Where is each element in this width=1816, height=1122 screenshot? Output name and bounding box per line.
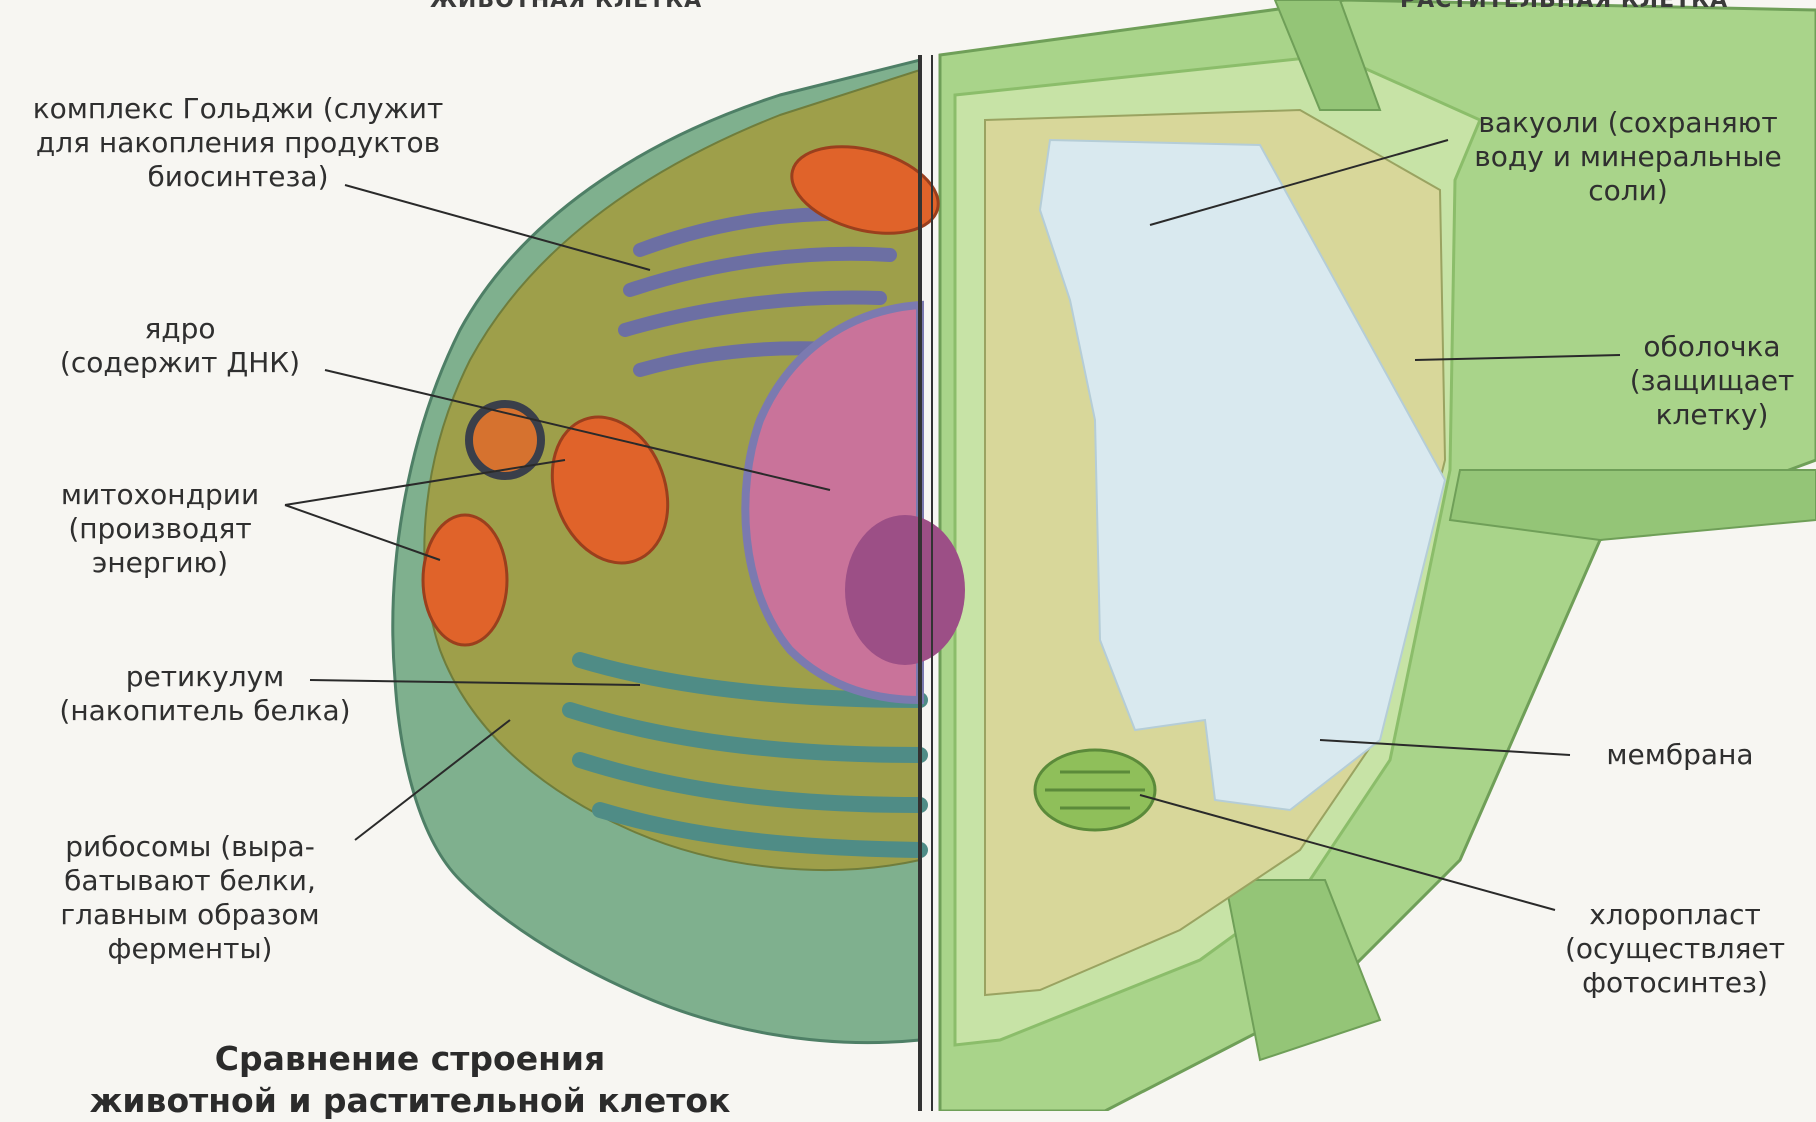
label-nucleus: ядро (содержит ДНК) [30, 312, 330, 380]
label-reticulum: ретикулум (накопитель белка) [40, 660, 370, 728]
label-ribosomes: рибосомы (выра- батывают белки, главным … [30, 830, 350, 966]
label-wall: оболочка (защищает клетку) [1612, 330, 1812, 432]
label-chloroplast: хлоропласт (осуществляет фотосинтез) [1540, 898, 1810, 1000]
diagram-caption: Сравнение строения животной и растительн… [60, 1038, 760, 1122]
label-mitochondria: митохондрии (производят энергию) [40, 478, 280, 580]
label-golgi: комплекс Гольджи (служит для накопления … [8, 92, 468, 194]
nucleolus [845, 515, 965, 665]
heading-animal-cell: ЖИВОТНАЯ КЛЕТКА [430, 0, 702, 13]
label-vacuoles: вакуоли (сохраняют воду и минеральные со… [1448, 106, 1808, 208]
label-membrane: мембрана [1580, 738, 1780, 772]
heading-plant-cell: РАСТИТЕЛЬНАЯ КЛЕТКА [1400, 0, 1728, 13]
animal-cell [393, 60, 965, 1043]
